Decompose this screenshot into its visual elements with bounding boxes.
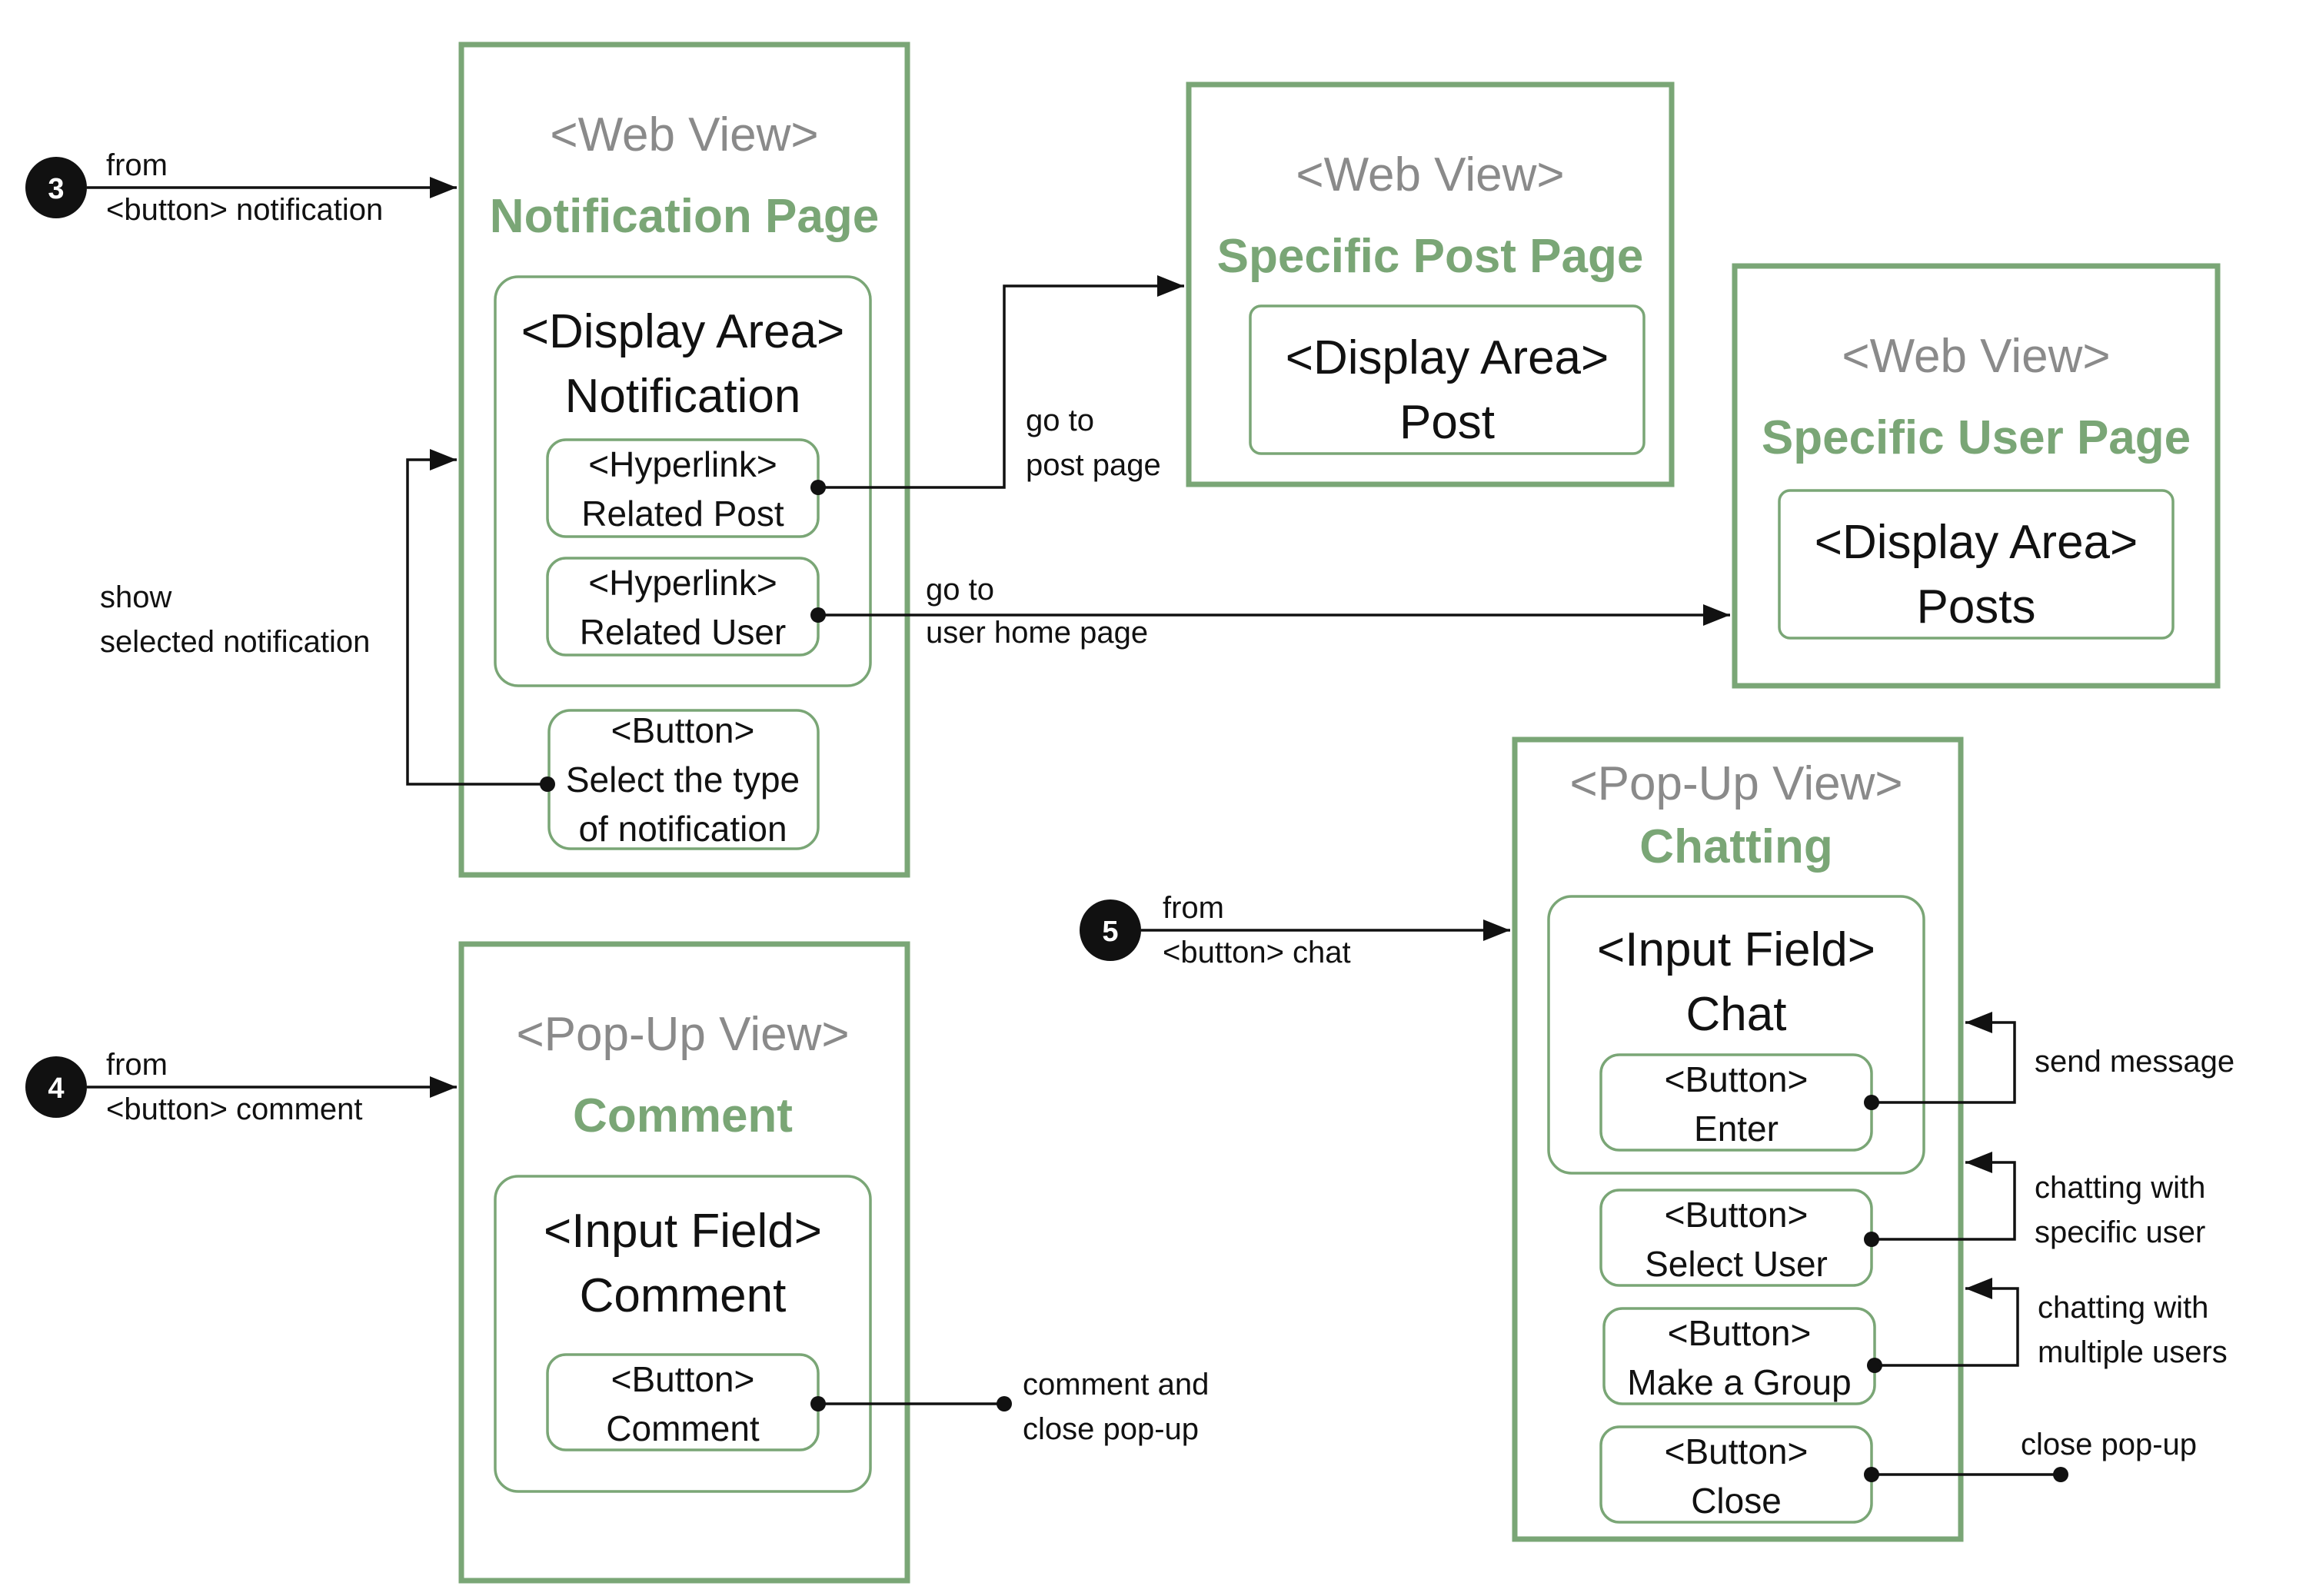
comment-input-field-type: <Input Field> — [544, 1205, 822, 1258]
specific-user-page-view: <Web View> Specific User Page <Display A… — [1732, 263, 2221, 689]
specific-user-page-title: Specific User Page — [1762, 411, 2191, 464]
comment-popup-view: <Pop-Up View> Comment <Input Field> Comm… — [458, 941, 910, 1584]
edge-go-post — [818, 275, 1184, 489]
notification-display-area-type: <Display Area> — [521, 305, 844, 358]
chat-input-field-label: Chat — [1686, 988, 1787, 1041]
badge-circle — [1080, 899, 1141, 961]
edge-label-send-message: send message — [2035, 1045, 2234, 1079]
edge-label-from-chat-1: from — [1163, 891, 1224, 925]
enter-button-type: <Button> — [1665, 1059, 1809, 1099]
comment-input-field-label: Comment — [580, 1269, 787, 1322]
notification-page-title: Notification Page — [490, 190, 879, 243]
badge-number: 5 — [1102, 916, 1118, 948]
specific-post-page-view: <Web View> Specific Post Page <Display A… — [1186, 81, 1675, 487]
specific-user-view-type: <Web View> — [1842, 330, 2110, 383]
specific-post-page-title: Specific Post Page — [1217, 230, 1644, 283]
edge-label-chat-specific-1: chatting with — [2035, 1171, 2205, 1205]
chatting-popup-view: <Pop-Up View> Chatting <Input Field> Cha… — [1512, 736, 1964, 1542]
chatting-view-type: <Pop-Up View> — [1569, 757, 1902, 810]
related-user-hyperlink-label: Related User — [580, 612, 786, 652]
edge-dot — [1864, 1095, 1879, 1110]
edge-label-from-notification-1: from — [106, 148, 168, 182]
edge-label-close-popup: close pop-up — [2021, 1428, 2197, 1461]
notification-display-area-label: Notification — [565, 370, 801, 423]
edge-dot — [810, 1396, 826, 1411]
badge-notification: 3 — [25, 157, 87, 218]
comment-popup-title: Comment — [573, 1089, 793, 1142]
make-group-button[interactable] — [1602, 1307, 1876, 1405]
enter-button-label: Enter — [1694, 1109, 1779, 1149]
edge-dot — [540, 776, 555, 792]
comment-button-type: <Button> — [611, 1359, 755, 1399]
badge-number: 4 — [48, 1072, 64, 1105]
edge-label-go-user-1: go to — [926, 573, 994, 607]
edge-label-go-post-1: go to — [1026, 404, 1094, 437]
edge-label-go-post-2: post page — [1026, 448, 1161, 482]
edge-show-selected — [406, 449, 547, 786]
related-post-hyperlink-label: Related Post — [581, 494, 784, 534]
select-type-button-label-1: Select the type — [566, 760, 800, 800]
select-type-button-type: <Button> — [611, 710, 755, 750]
edge-send-message — [1872, 1012, 2016, 1104]
badge-comment: 4 — [25, 1056, 87, 1118]
posts-display-area — [1778, 489, 2175, 640]
posts-display-area-label: Posts — [1916, 580, 2035, 633]
edge-label-from-comment-2: <button> comment — [106, 1092, 363, 1126]
select-type-button-label-2: of notification — [578, 809, 787, 849]
edge-label-from-comment-1: from — [106, 1048, 168, 1082]
related-user-hyperlink[interactable] — [546, 557, 820, 657]
specific-post-view-type: <Web View> — [1296, 148, 1564, 201]
edge-chat-specific — [1872, 1152, 2016, 1241]
edge-label-comment-close-2: close pop-up — [1023, 1412, 1199, 1446]
edge-label-chat-multiple-2: multiple users — [2038, 1335, 2228, 1369]
badge-circle — [25, 157, 87, 218]
close-button-type: <Button> — [1665, 1431, 1809, 1471]
edge-dot — [997, 1396, 1012, 1411]
edge-dot — [1864, 1232, 1879, 1247]
close-button-label: Close — [1691, 1481, 1782, 1521]
select-user-button-type: <Button> — [1665, 1195, 1809, 1235]
comment-button-label: Comment — [606, 1408, 760, 1448]
edge-dot — [2053, 1467, 2068, 1482]
edge-label-show-1: show — [100, 580, 171, 614]
badge-chat: 5 — [1080, 899, 1141, 961]
related-post-hyperlink-type: <Hyperlink> — [588, 444, 777, 484]
make-group-button-label: Make a Group — [1627, 1362, 1851, 1402]
edge-label-from-notification-2: <button> notification — [106, 193, 383, 227]
chatting-popup-title: Chatting — [1639, 820, 1832, 873]
related-user-hyperlink-type: <Hyperlink> — [588, 563, 777, 603]
notification-view-type: <Web View> — [550, 108, 818, 161]
edge-dot — [1864, 1467, 1879, 1482]
edge-label-chat-specific-2: specific user — [2035, 1215, 2205, 1249]
post-display-area-type: <Display Area> — [1286, 331, 1609, 384]
make-group-button-type: <Button> — [1668, 1313, 1812, 1353]
post-display-area-label: Post — [1399, 396, 1495, 449]
chat-input-field-type: <Input Field> — [1597, 923, 1875, 976]
edge-chat-multiple — [1875, 1278, 2019, 1367]
edge-label-comment-close-1: comment and — [1023, 1368, 1209, 1401]
notification-page-view: <Web View> Notification Page <Display Ar… — [458, 42, 910, 878]
edge-dot — [1867, 1358, 1882, 1373]
badge-circle — [25, 1056, 87, 1118]
select-user-button-label: Select User — [1645, 1244, 1828, 1284]
edge-label-chat-multiple-1: chatting with — [2038, 1291, 2208, 1325]
post-display-area — [1249, 304, 1645, 455]
edge-label-go-user-2: user home page — [926, 616, 1148, 650]
edge-label-show-2: selected notification — [100, 625, 370, 659]
edge-dot — [810, 607, 826, 623]
comment-view-type: <Pop-Up View> — [516, 1008, 849, 1061]
posts-display-area-type: <Display Area> — [1815, 516, 2138, 569]
edge-label-from-chat-2: <button> chat — [1163, 936, 1351, 969]
edge-dot — [810, 480, 826, 495]
badge-number: 3 — [48, 173, 64, 205]
